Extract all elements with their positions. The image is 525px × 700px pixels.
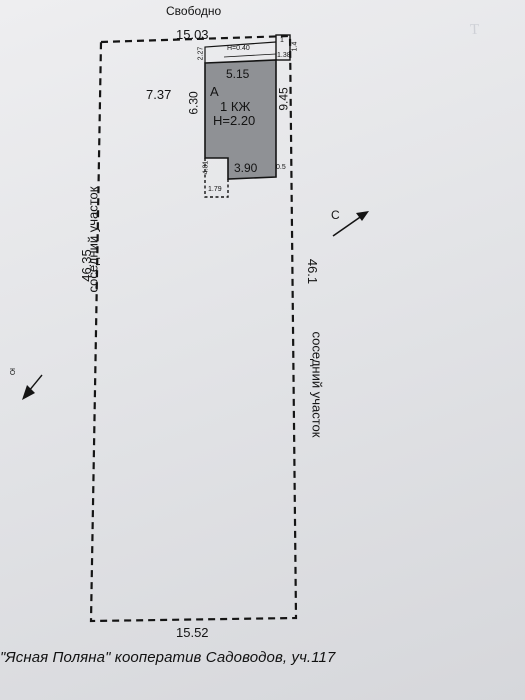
annex-outline xyxy=(204,41,277,63)
extension-width-label: 1.79 xyxy=(208,186,222,193)
shed-depth-label: 1.4 xyxy=(291,41,299,52)
south-label: Ю xyxy=(8,367,16,376)
house-height-label: H=2.20 xyxy=(213,113,256,128)
house-left-dimension: 6.30 xyxy=(186,91,201,115)
bottom-dimension: 15.52 xyxy=(176,625,209,640)
step-width-label: 0.5 xyxy=(276,164,286,171)
house-letter: А xyxy=(210,84,219,99)
house-top-dimension: 5.15 xyxy=(226,67,250,81)
south-arrow-head xyxy=(22,385,35,400)
north-arrow-head xyxy=(356,211,369,221)
shed-width-label: 1.38 xyxy=(277,52,291,59)
house-floors-label: 1 КЖ xyxy=(220,99,251,114)
house-bottom-dimension: 3.90 xyxy=(234,161,258,175)
house-right-dimension: 9.45 xyxy=(276,87,291,111)
shed-shape xyxy=(275,34,291,61)
house-offset-dimension: 7.37 xyxy=(146,87,172,102)
north-label: С xyxy=(331,208,340,222)
annex-dimension-line xyxy=(223,53,277,58)
shed-height-label: H=0.40 xyxy=(227,45,250,52)
shed-left-label: 2.27 xyxy=(197,46,205,61)
right-dimension: 46.1 xyxy=(305,258,321,285)
top-dimension: 15.03 xyxy=(176,27,209,42)
left-dimension: 46.35 xyxy=(78,249,94,282)
plot-caption: "Ясная Поляна" кооператив Садоводов, уч.… xyxy=(0,649,336,666)
shed-number-label: 1 xyxy=(280,37,284,44)
extension-depth-label: 4.81 xyxy=(202,160,210,175)
right-neighbor-label: соседний участок xyxy=(309,331,325,438)
top-neighbor-label: Свободно xyxy=(166,4,222,18)
extension-outline xyxy=(204,158,229,198)
plot-boundary xyxy=(89,34,298,623)
